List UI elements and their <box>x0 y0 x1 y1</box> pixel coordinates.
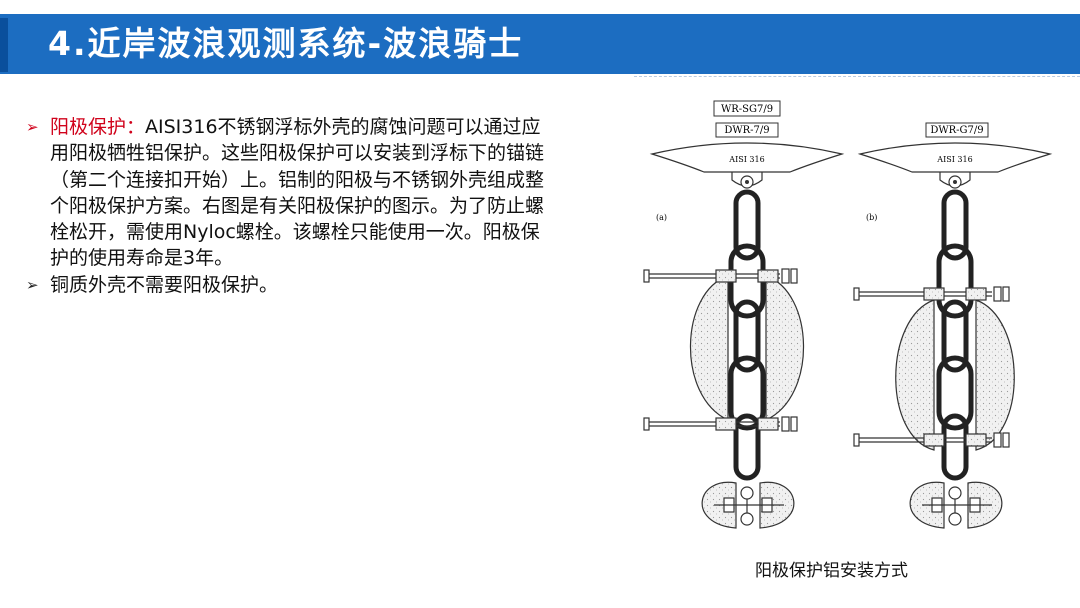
diagram-panel-b: DWR-G7/9 AISI 316 (b) <box>853 122 1053 529</box>
label-wr-sg7-9: WR-SG7/9 <box>721 104 773 115</box>
arrow-bullet-icon: ➢ <box>26 118 39 136</box>
bullet-title: 阳极保护： <box>50 116 146 138</box>
label-dwr-7-9: DWR-7/9 <box>724 125 769 136</box>
page-title: 4.近岸波浪观测系统-波浪骑士 <box>48 24 524 63</box>
bullet-list: ➢ 阳极保护：AISI316不锈钢浮标外壳的腐蚀问题可以通过应用阳极牺牲铝保护。… <box>26 114 546 298</box>
bullet-text: AISI316不锈钢浮标外壳的腐蚀问题可以通过应用阳极牺牲铝保护。这些阳极保护可… <box>50 116 545 270</box>
hull-label-a: AISI 316 <box>728 155 764 164</box>
bullet-item-copper-hull: ➢ 铜质外壳不需要阳极保护。 <box>26 272 546 298</box>
arrow-bullet-icon: ➢ <box>26 275 39 294</box>
panel-label-a: (a) <box>656 213 667 222</box>
buoy-hull-a <box>649 142 845 173</box>
diagram-panel-a: WR-SG7/9 DWR-7/9 AISI 316 (a) <box>643 100 845 529</box>
label-dwr-g7-9: DWR-G7/9 <box>930 125 983 136</box>
figure-caption: 阳极保护铝安装方式 <box>755 561 908 581</box>
anode-installation-figure: WR-SG7/9 DWR-7/9 AISI 316 (a) <box>643 100 1053 529</box>
header-accent <box>0 18 8 72</box>
header-bar <box>0 14 1080 74</box>
bullet-item-anode-protection: ➢ 阳极保护：AISI316不锈钢浮标外壳的腐蚀问题可以通过应用阳极牺牲铝保护。… <box>26 114 546 272</box>
panel-label-b: (b) <box>866 213 877 222</box>
bullet-text: 铜质外壳不需要阳极保护。 <box>50 273 279 296</box>
buoy-hull-b <box>857 142 1053 173</box>
header-divider <box>634 70 1080 77</box>
hull-label-b: AISI 316 <box>936 155 972 164</box>
